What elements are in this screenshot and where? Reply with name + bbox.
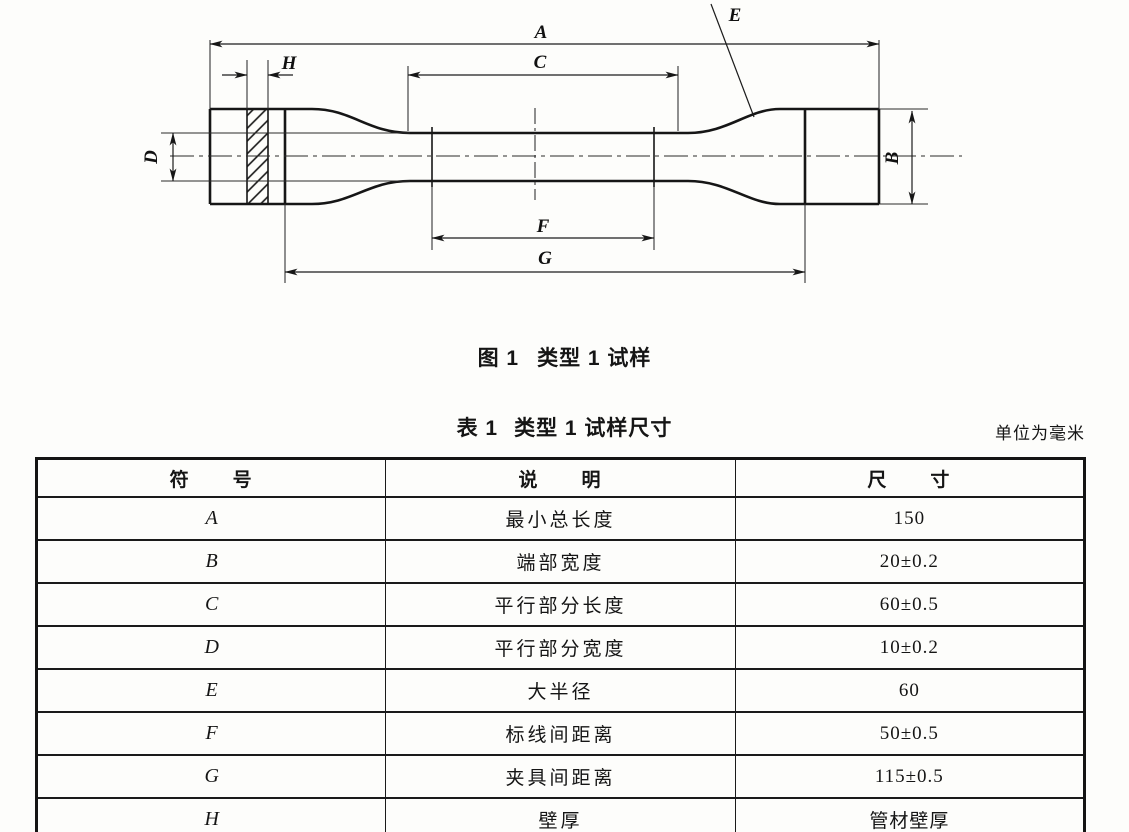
column-header-symbol: 符 号 xyxy=(35,457,387,498)
cell-dimension: 10±0.2 xyxy=(734,625,1086,670)
cell-dimension: 115±0.5 xyxy=(734,754,1086,799)
unit-note: 单位为毫米 xyxy=(995,424,1085,443)
cell-symbol: A xyxy=(35,496,387,541)
cell-symbol: F xyxy=(35,711,387,756)
cell-dimension: 150 xyxy=(734,496,1086,541)
table-number: 表 1 xyxy=(456,417,499,440)
cell-description: 平行部分长度 xyxy=(385,582,736,627)
extension-lines xyxy=(161,40,928,283)
figure-title: 类型 1 试样 xyxy=(537,347,652,370)
table-row: C 平行部分长度 60±0.5 xyxy=(35,582,1086,627)
cell-symbol: D xyxy=(35,625,387,670)
table-row: B 端部宽度 20±0.2 xyxy=(35,539,1086,584)
label-F: F xyxy=(536,216,550,237)
table-row: F 标线间距离 50±0.5 xyxy=(35,711,1086,756)
cell-symbol: H xyxy=(35,797,387,832)
specimen-dimensions-table: 符 号 说 明 尺 寸 A 最小总长度 150 B 端部宽度 20±0.2 C … xyxy=(35,457,1086,832)
table-title: 类型 1 试样尺寸 xyxy=(514,417,673,440)
figure-type1-specimen-drawing: A C H E F G D B xyxy=(141,3,962,283)
cell-description: 大半径 xyxy=(385,668,736,713)
table-caption: 表 1 类型 1 试样尺寸 xyxy=(0,412,1129,442)
table-row: A 最小总长度 150 xyxy=(35,496,1086,541)
cell-dimension: 管材壁厚 xyxy=(734,797,1086,832)
cell-description: 标线间距离 xyxy=(385,711,736,756)
dimension-labels: A C H E F G D B xyxy=(141,5,903,269)
table-row: G 夹具间距离 115±0.5 xyxy=(35,754,1086,799)
figure-caption: 图 1 类型 1 试样 xyxy=(0,342,1129,372)
cell-dimension: 60 xyxy=(734,668,1086,713)
label-H: H xyxy=(281,53,298,74)
figure-number: 图 1 xyxy=(477,347,520,370)
table-row: H 壁厚 管材壁厚 xyxy=(35,797,1086,832)
label-D: D xyxy=(141,150,162,165)
table-header-row: 符 号 说 明 尺 寸 xyxy=(35,457,1086,498)
cell-dimension: 20±0.2 xyxy=(734,539,1086,584)
label-E: E xyxy=(728,5,742,26)
cell-symbol: C xyxy=(35,582,387,627)
dimension-lines xyxy=(169,3,916,276)
radius-leader-line xyxy=(710,3,755,118)
cell-description: 夹具间距离 xyxy=(385,754,736,799)
column-header-dimension: 尺 寸 xyxy=(734,457,1086,498)
table-row: D 平行部分宽度 10±0.2 xyxy=(35,625,1086,670)
table-row: E 大半径 60 xyxy=(35,668,1086,713)
cell-dimension: 60±0.5 xyxy=(734,582,1086,627)
cell-description: 平行部分宽度 xyxy=(385,625,736,670)
cell-description: 最小总长度 xyxy=(385,496,736,541)
cell-description: 壁厚 xyxy=(385,797,736,832)
label-B: B xyxy=(882,152,903,166)
cell-symbol: E xyxy=(35,668,387,713)
cell-symbol: G xyxy=(35,754,387,799)
cell-symbol: B xyxy=(35,539,387,584)
label-G: G xyxy=(538,248,552,269)
cell-dimension: 50±0.5 xyxy=(734,711,1086,756)
cell-description: 端部宽度 xyxy=(385,539,736,584)
label-A: A xyxy=(534,22,548,43)
label-C: C xyxy=(534,52,547,73)
column-header-description: 说 明 xyxy=(385,457,736,498)
